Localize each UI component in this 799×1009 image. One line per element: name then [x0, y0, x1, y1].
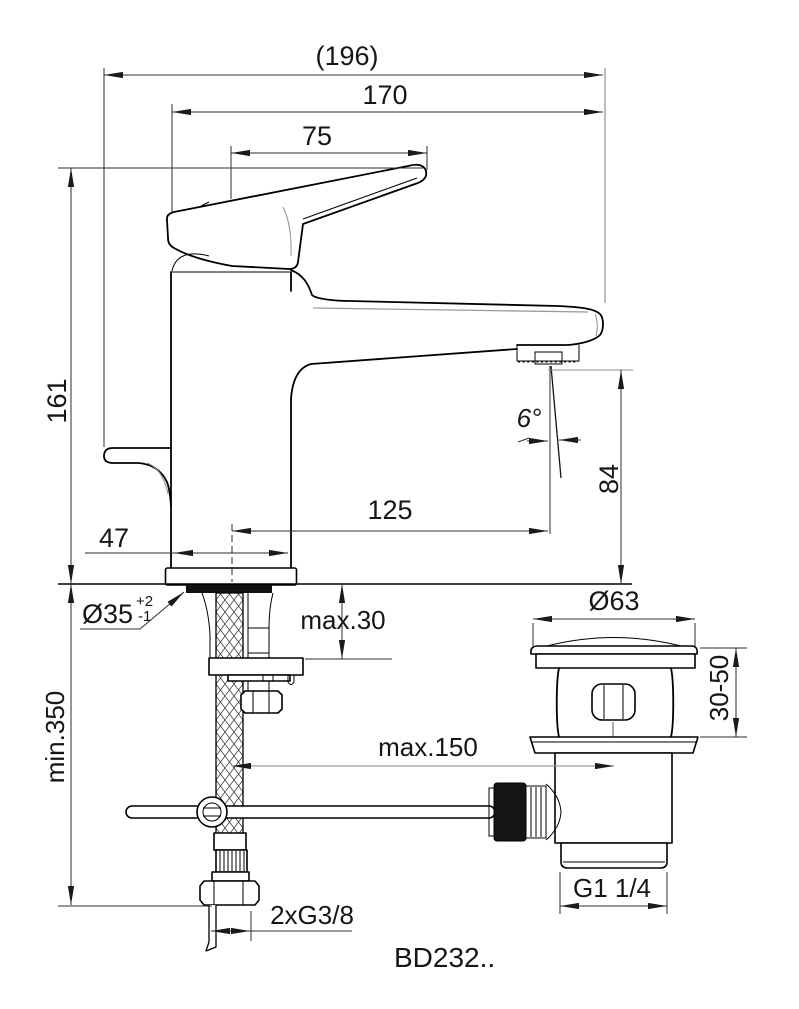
dimension-deck-thickness: max.30: [300, 584, 386, 659]
waste-bottom-flange: [529, 736, 699, 754]
base-plate: [164, 567, 298, 586]
dimension-waste-thread: G1 1/4: [560, 873, 667, 910]
dim-overall-depth-label: (196): [315, 41, 378, 71]
aerator-outer: [516, 345, 580, 362]
rod-connector-knurled: [493, 782, 527, 842]
bracket-tab: [287, 675, 295, 685]
dim-waste-thread-label: G1 1/4: [573, 873, 651, 903]
waste-upper-body: [555, 667, 675, 738]
dim-hole-tolerance-minus: -1: [138, 608, 151, 625]
dimension-body-height: 161: [42, 168, 75, 584]
dimension-waste-flange-diameter: Ø63: [533, 586, 695, 623]
waste-plug-disc: [530, 645, 698, 655]
dimension-mounting-range: 30-50: [704, 648, 740, 737]
handle-chamfer-line: [302, 177, 418, 220]
dimension-clearance-below: min.350: [40, 584, 75, 905]
dim-clearance-below-label: min.350: [40, 691, 70, 784]
dim-mounting-range-label: 30-50: [704, 655, 734, 722]
dimension-hose-thread: 2xG3/8: [211, 900, 354, 935]
stream-angled-line: [550, 365, 562, 479]
dimension-stream-angle: 6°: [517, 403, 581, 445]
waste-slot-lines: [603, 685, 624, 719]
waste-plug-dome: [546, 637, 682, 647]
dim-spout-reach-label: 125: [367, 495, 412, 525]
pull-rod-joint-inner: [202, 802, 222, 822]
dimension-overall-depth: (196): [104, 41, 603, 79]
spout-highlight-line: [312, 307, 589, 313]
dim-deck-thickness-label: max.30: [300, 605, 385, 635]
bracket-detail-lines: [262, 675, 274, 681]
ext-mounting-range: [700, 647, 747, 738]
handle-lip: [103, 447, 172, 507]
dimension-depth: 170: [172, 80, 603, 116]
reference-lines: [58, 68, 747, 941]
ext-waste-dia: [532, 623, 696, 646]
dim-depth-label: 170: [362, 80, 407, 110]
braided-supply-hose: [215, 592, 244, 836]
dim-rod-distance-label: max.150: [378, 732, 478, 762]
base-seal: [186, 585, 272, 593]
bracket-step: [227, 674, 291, 682]
mounting-nut-facets: [252, 691, 270, 713]
cartridge-cap: [171, 253, 210, 272]
waste-upper-flange: [535, 653, 696, 669]
dimension-spout-reach: 125: [232, 495, 548, 535]
hose-cut-end: [205, 905, 217, 952]
dim-stream-angle-label: 6°: [517, 403, 542, 433]
dim-hole-diameter-label: Ø35: [82, 599, 133, 629]
spout-underside: [290, 348, 518, 400]
pull-rod-joint-slots: [203, 807, 221, 817]
installation-parts: [125, 592, 496, 952]
handle-lever: [165, 163, 428, 270]
product-code: BD232..: [394, 942, 495, 973]
dim-hole-tolerance-plus: +2: [136, 593, 153, 610]
rod-connector-ring: [525, 785, 547, 839]
spout-tip-inner-arc: [594, 313, 598, 337]
faucet-spout: [290, 269, 604, 346]
hose-nut: [199, 880, 260, 906]
faucet-mixer-outline: [103, 163, 604, 593]
dim-handle-length-label: 75: [302, 121, 332, 151]
dimension-hole-diameter: Ø35 +2 -1: [80, 591, 185, 630]
mounting-nut: [240, 690, 283, 714]
dim-waste-flange-diameter-label: Ø63: [588, 586, 639, 616]
dim-body-height-label: 161: [42, 378, 72, 423]
rod-connector-cheek: [545, 783, 562, 841]
hose-collar-upper: [213, 832, 247, 851]
pull-rod: [125, 805, 496, 819]
mounting-bracket: [208, 657, 304, 676]
dim-base-width-label: 47: [99, 523, 129, 553]
handle-marker-tick: [200, 201, 210, 207]
dimension-outlet-height: 84: [594, 370, 625, 584]
rod-connector-ring-ribs: [530, 787, 542, 837]
shank-left-edge: [201, 592, 211, 659]
dim-hose-thread-label: 2xG3/8: [270, 900, 354, 930]
hose-collar-lower: [211, 871, 250, 882]
waste-slot: [591, 683, 636, 721]
faucet-body: [170, 271, 292, 569]
handle-front-fillet: [282, 206, 292, 257]
hose-nut-facets: [213, 881, 244, 905]
pull-rod-joint-outer: [196, 796, 228, 828]
handle-lip-inner-line: [146, 462, 169, 495]
waste-tailpiece: [560, 842, 668, 869]
dimension-rod-distance: max.150: [232, 732, 614, 770]
dim-outlet-height-label: 84: [594, 464, 624, 494]
pop-up-waste: [488, 637, 699, 869]
aerator-insert: [534, 351, 563, 365]
short-hose-joints: [248, 627, 269, 654]
dimension-base-width: 47: [85, 523, 288, 557]
hose-knurl-ribs: [219, 851, 245, 871]
dimension-handle-length: 75: [231, 121, 427, 157]
